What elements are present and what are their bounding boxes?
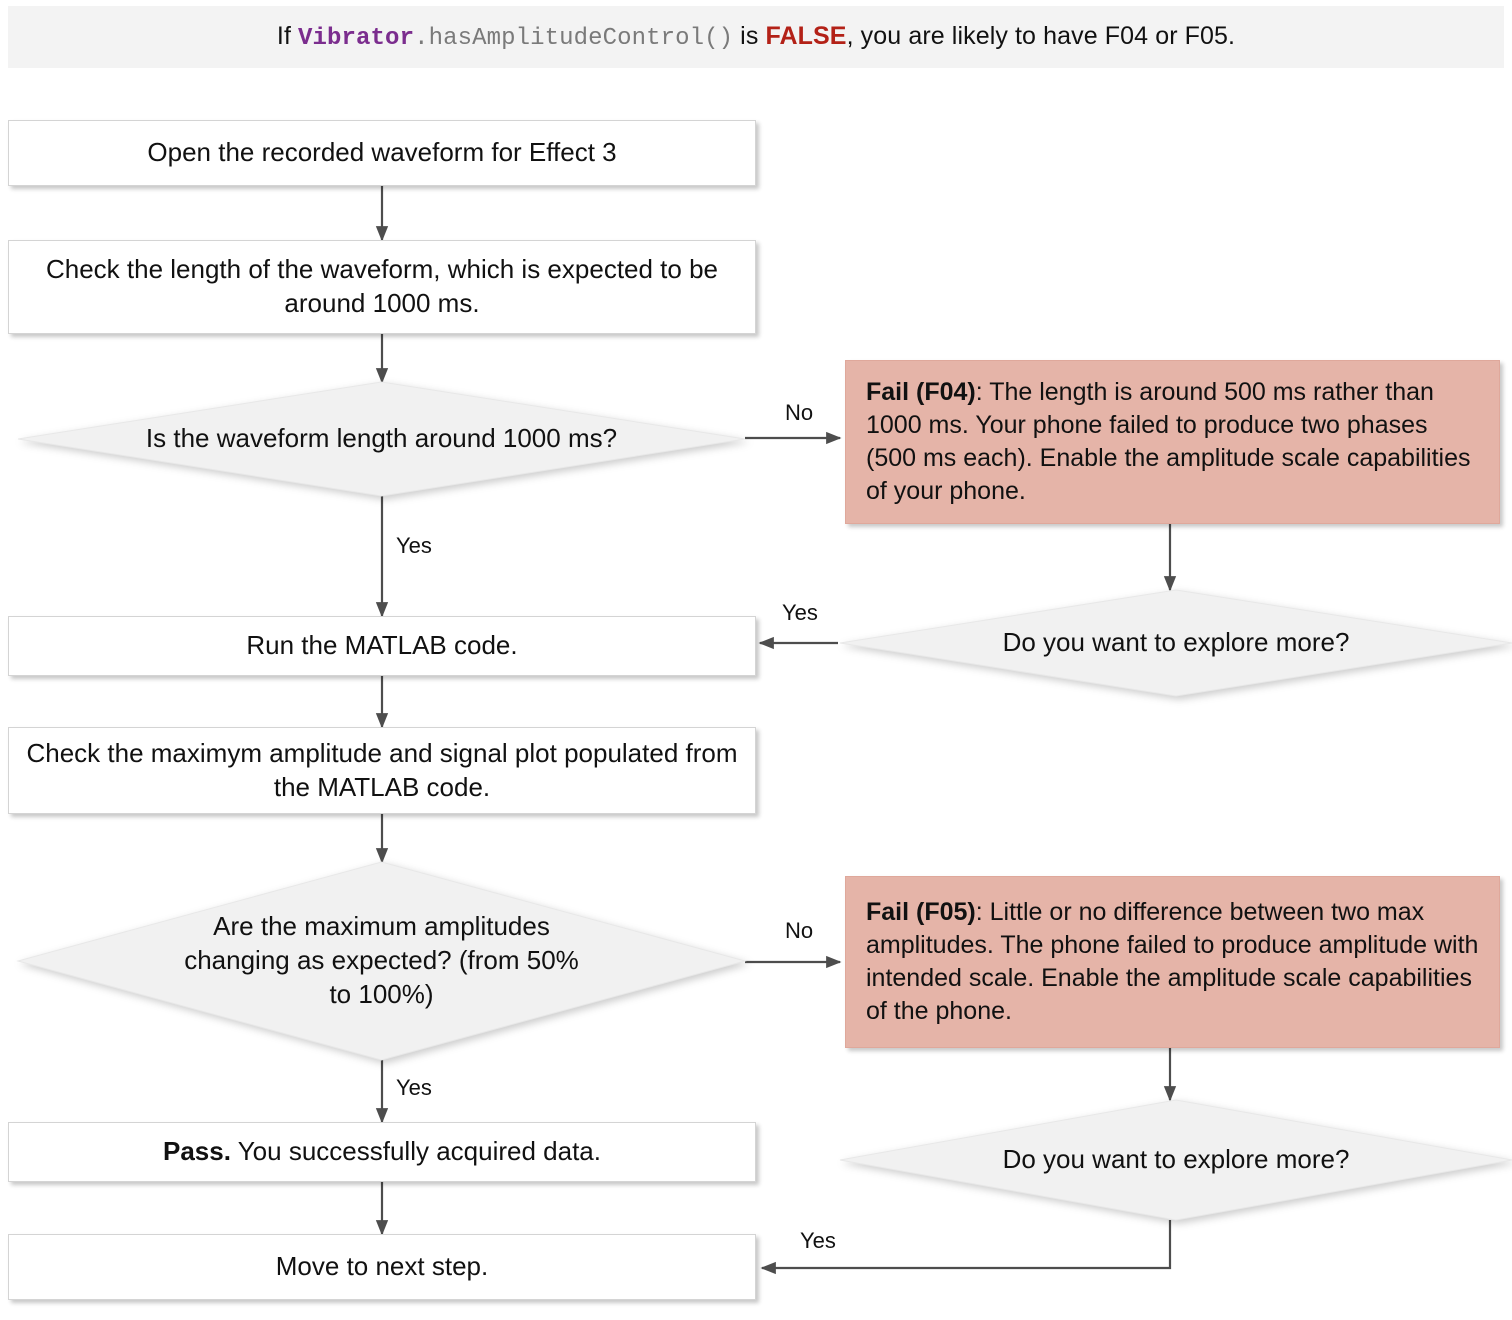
node-fail-f04-label: Fail (F04) [866, 378, 976, 406]
edge-label-amplitude-yes: Yes [396, 1075, 432, 1100]
node-check-amplitude-text: Check the maximym amplitude and signal p… [26, 737, 738, 802]
node-fail-f05-text: Little or no difference between two max … [866, 898, 1479, 1025]
header-text: If Vibrator.hasAmplitudeControl() is FAL… [277, 21, 1235, 54]
header-method-name: .hasAmplitudeControl() [414, 24, 734, 52]
node-open-waveform[interactable]: Open the recorded waveform for Effect 3 [8, 120, 756, 186]
node-run-matlab-text: Run the MATLAB code. [246, 630, 518, 661]
node-next-step[interactable]: Move to next step. [8, 1234, 756, 1300]
node-decision-explore-more-bottom-text: Do you want to explore more? [1002, 1144, 1350, 1175]
node-fail-f04-text: The length is around 500 ms rather than … [866, 378, 1471, 505]
node-open-waveform-text: Open the recorded waveform for Effect 3 [147, 137, 617, 168]
node-fail-f05[interactable]: Fail (F05): Little or no difference betw… [845, 876, 1500, 1048]
node-fail-f04-separator: : [975, 378, 990, 406]
node-fail-f05-separator: : [975, 898, 990, 926]
header-false-keyword: FALSE [765, 21, 847, 50]
node-pass[interactable]: Pass. You successfully acquired data. [8, 1122, 756, 1182]
edge-label-length-yes: Yes [396, 533, 432, 558]
node-decision-max-amplitudes-text: Are the maximum amplitudes changing as e… [184, 911, 579, 1009]
node-pass-text: You successfully acquired data. [237, 1136, 601, 1167]
edge-label-length-no: No [785, 400, 814, 425]
edge-label-amplitude-no: No [785, 918, 814, 943]
edge-label-explore-bottom-yes: Yes [800, 1228, 836, 1253]
node-check-length[interactable]: Check the length of the waveform, which … [8, 240, 756, 334]
header-class-name: Vibrator [298, 24, 415, 52]
header-mid: is [733, 21, 766, 50]
header-banner: If Vibrator.hasAmplitudeControl() is FAL… [8, 6, 1504, 68]
node-next-step-text: Move to next step. [275, 1251, 489, 1282]
node-decision-max-amplitudes[interactable]: Are the maximum amplitudes changing as e… [16, 861, 747, 1061]
node-check-amplitude[interactable]: Check the maximym amplitude and signal p… [8, 727, 756, 814]
node-run-matlab[interactable]: Run the MATLAB code. [8, 616, 756, 676]
header-suffix: , you are likely to have F04 or F05. [846, 21, 1236, 50]
node-decision-waveform-length[interactable]: Is the waveform length around 1000 ms? [17, 381, 746, 497]
node-decision-explore-more-top[interactable]: Do you want to explore more? [839, 589, 1512, 697]
edge-label-explore-top-yes: Yes [782, 600, 818, 625]
node-check-length-text: Check the length of the waveform, which … [45, 254, 719, 318]
node-fail-f05-label: Fail (F05) [866, 898, 976, 926]
node-pass-label: Pass. [163, 1136, 231, 1167]
node-decision-explore-more-top-text: Do you want to explore more? [1002, 627, 1350, 658]
node-pass-separator [231, 1136, 238, 1166]
node-fail-f04[interactable]: Fail (F04): The length is around 500 ms … [845, 360, 1500, 524]
node-decision-explore-more-bottom[interactable]: Do you want to explore more? [839, 1099, 1512, 1221]
node-decision-waveform-length-text: Is the waveform length around 1000 ms? [145, 423, 618, 454]
header-prefix: If [276, 21, 299, 50]
